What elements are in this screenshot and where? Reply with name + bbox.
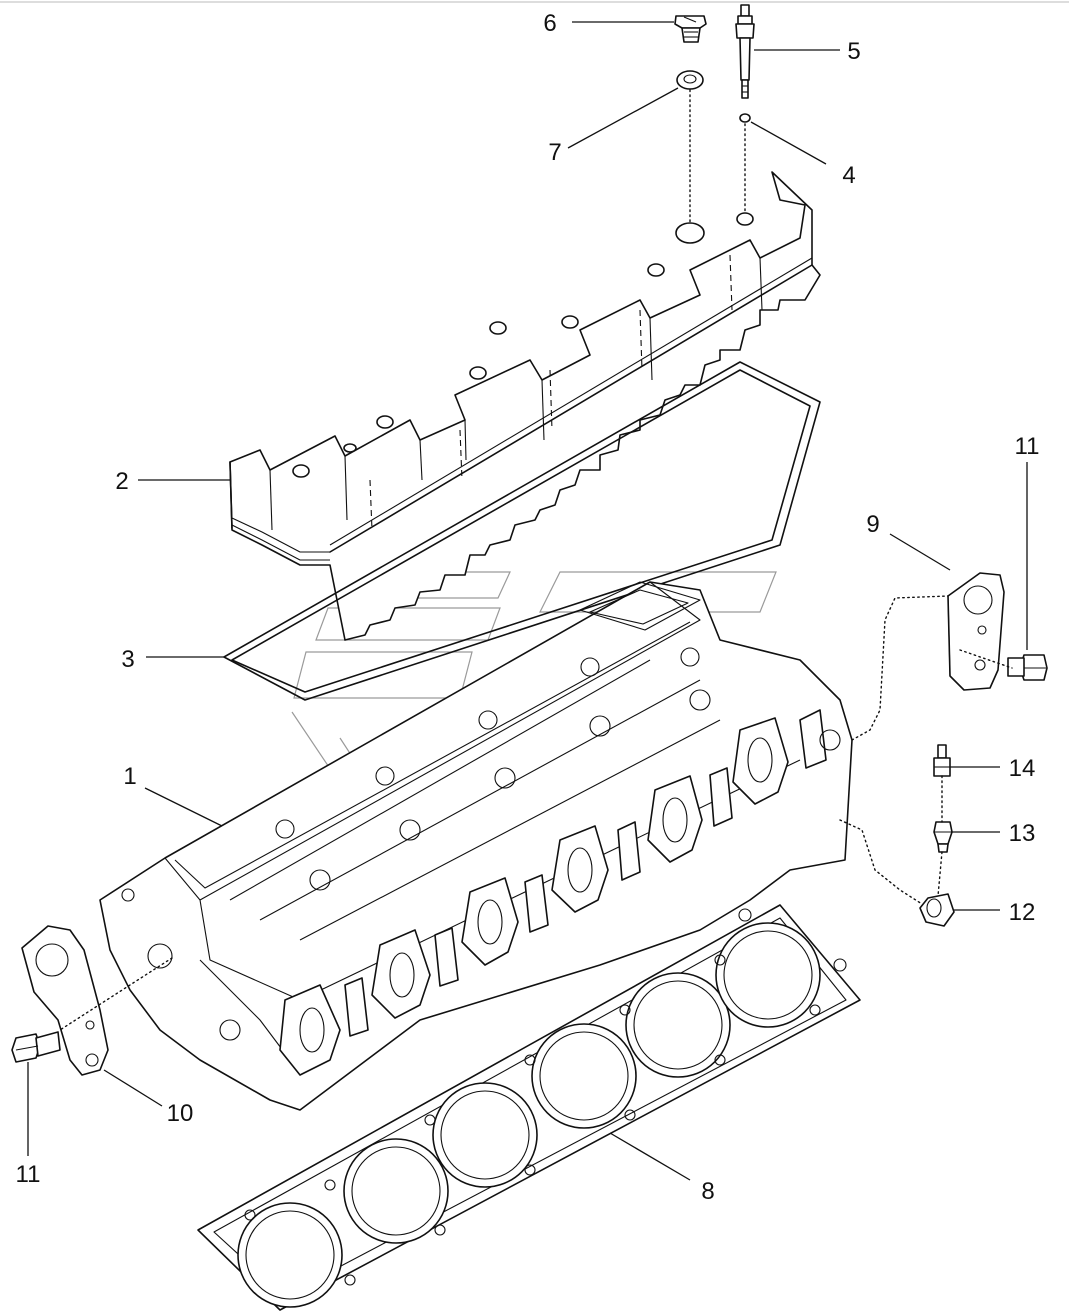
part-11-bolt-left — [11, 1031, 61, 1063]
callout-13: 13 — [1009, 820, 1036, 847]
leader-lines — [27, 21, 1028, 1181]
callout-11-left: 11 — [16, 1161, 41, 1188]
assembly-line-9 — [851, 595, 949, 741]
callout-11-right: 11 — [1015, 433, 1040, 460]
assembly-line-13-12 — [937, 851, 943, 897]
callout-6: 6 — [543, 10, 556, 37]
part-10-lifting-bracket — [21, 925, 109, 1076]
part-2-valve-cover — [229, 171, 821, 641]
part-9-lifting-bracket — [947, 572, 1005, 691]
assembly-line-11-right — [959, 649, 1013, 669]
assembly-line-12 — [839, 819, 923, 905]
callout-2: 2 — [115, 468, 128, 495]
part-8-cylinder-head-gasket — [197, 904, 861, 1311]
part-3-valve-cover-gasket — [223, 361, 821, 701]
callout-7: 7 — [548, 139, 561, 166]
callout-3: 3 — [121, 646, 134, 673]
part-5-breather-fitting — [735, 4, 755, 99]
part-11-bolt-right — [1007, 654, 1048, 681]
callout-12: 12 — [1009, 899, 1036, 926]
callout-9: 9 — [866, 511, 879, 538]
callout-1: 1 — [123, 763, 136, 790]
callout-4: 4 — [842, 162, 855, 189]
callout-14: 14 — [1009, 755, 1036, 782]
part-12-banjo-fitting — [919, 893, 955, 927]
callout-10: 10 — [167, 1100, 194, 1127]
part-7-sealing-washer — [676, 70, 704, 90]
part-1-cylinder-head — [99, 581, 853, 1111]
part-14-connector — [933, 744, 951, 777]
assembly-line-10 — [59, 957, 173, 1031]
callout-labels: 6 5 7 4 2 11 9 3 1 14 13 12 10 11 8 — [16, 10, 1040, 1205]
part-6-oil-filler-plug — [674, 15, 707, 43]
callout-5: 5 — [847, 38, 860, 65]
part-13-adapter — [933, 821, 953, 853]
part-4-o-ring — [739, 113, 751, 123]
callout-8: 8 — [701, 1178, 714, 1205]
